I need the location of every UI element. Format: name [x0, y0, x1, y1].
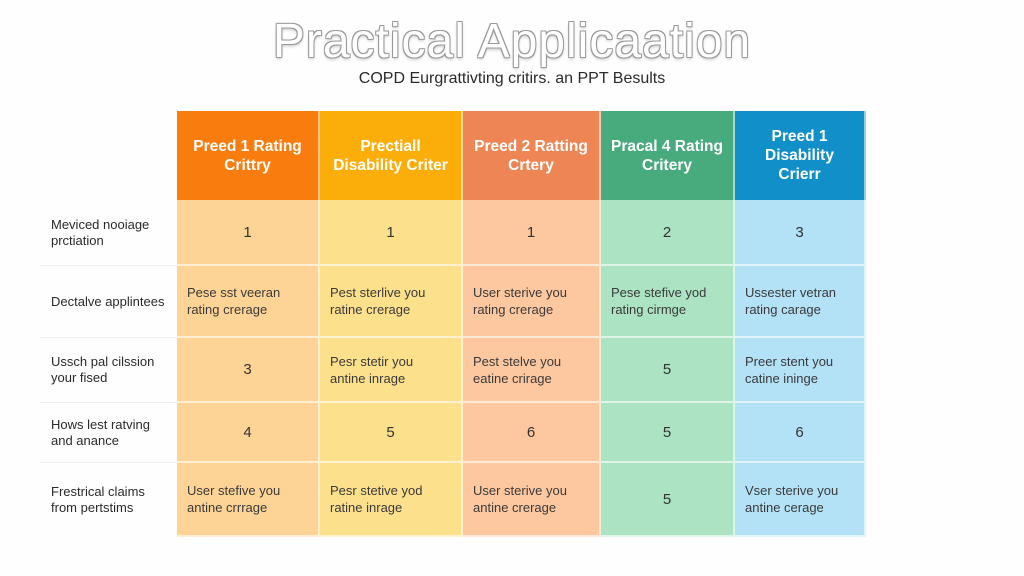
- table-cell: 1: [177, 200, 320, 266]
- column-header: Prectiall Disability Criter: [320, 111, 463, 200]
- table-cell: 5: [601, 403, 735, 463]
- table-cell: Ussester vetran rating carage: [735, 266, 866, 338]
- column-header: Pracal 4 Rating Critery: [601, 111, 735, 200]
- row-label: Hows lest ratving and anance: [40, 403, 177, 463]
- table-cell: 1: [320, 200, 463, 266]
- table-corner: [40, 111, 177, 200]
- table-cell: 3: [735, 200, 866, 266]
- table-cell: 5: [320, 403, 463, 463]
- table-cell: 1: [463, 200, 601, 266]
- row-label: Frestrical claims from pertstims: [51, 484, 145, 515]
- row-label: Ussch pal cilssion your fised: [40, 338, 177, 403]
- table-cell: Pest stelve you eatine crirage: [463, 338, 601, 403]
- table-cell: 4: [177, 403, 320, 463]
- table-cell: 5: [601, 463, 735, 537]
- slide-subtitle: COPD Eurgrattivting critirs. an PPT Besu…: [358, 70, 666, 87]
- table-cell: Preer stent you catine ininge: [735, 338, 866, 403]
- table-cell: Pest sterlive you ratine crerage: [320, 266, 463, 338]
- table-cell: Vser sterive you antine cerage: [735, 463, 866, 537]
- table-cell: Pese sst veeran rating crerage: [177, 266, 320, 338]
- table-cell: User sterive you antine crerage: [463, 463, 601, 537]
- table-cell: 5: [601, 338, 735, 403]
- table-cell: Pese stefive yod rating cirmge: [601, 266, 735, 338]
- row-label: Meviced nooiage prctiation: [40, 200, 177, 266]
- column-header: Preed 1 Disability Crierr: [735, 111, 866, 200]
- row-label: Dectalve applintees: [40, 266, 177, 338]
- table-cell: 3: [177, 338, 320, 403]
- table-cell: 6: [735, 403, 866, 463]
- column-header: Preed 2 Ratting Crtery: [463, 111, 601, 200]
- table-cell: Pesr stetive yod ratine inrage: [320, 463, 463, 537]
- table-cell: Pesr stetir you antine inrage: [320, 338, 463, 403]
- table-cell: User stefive you antine crrrage: [177, 463, 320, 537]
- table-cell: User sterive you rating crerage: [463, 266, 601, 338]
- table-cell: 6: [463, 403, 601, 463]
- column-header: Preed 1 Rating Crittry: [177, 111, 320, 200]
- table-cell: 2: [601, 200, 735, 266]
- comparison-table: Preed 1 Rating Crittry Prectiall Disabil…: [40, 111, 866, 537]
- slide-title: Practical Applicaation: [272, 15, 752, 68]
